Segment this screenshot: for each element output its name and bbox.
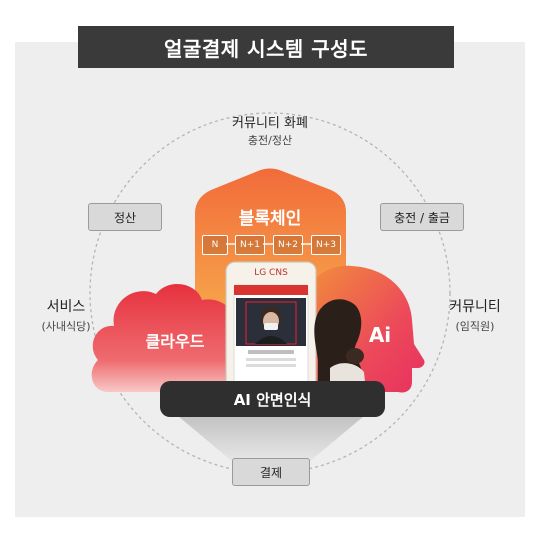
right-label-title: 커뮤니티 [449, 299, 501, 315]
chain-block: N+2 [273, 235, 303, 255]
cloud-shape [91, 283, 249, 393]
ai-face-recognition-bar: AI 안면인식 [160, 381, 385, 417]
device-brand: LG CNS [254, 268, 288, 278]
recognition-cone [178, 416, 364, 468]
left-label-sub: (사내식당) [41, 320, 91, 333]
left-label-title: 서비스 [46, 299, 86, 315]
chain-block: N [202, 235, 228, 255]
chain-block: N+1 [235, 235, 265, 255]
right-label-sub: (임직원) [455, 320, 495, 333]
top-label-title: 커뮤니티 화폐 [232, 116, 308, 131]
blockchain-title: 블록체인 [238, 209, 302, 229]
settlement-box: 정산 [88, 203, 162, 231]
chain-block: N+3 [311, 235, 341, 255]
top-label-sub: 충전/정산 [247, 134, 293, 147]
ai-head-label: Ai [368, 323, 392, 347]
charge-withdraw-box: 충전 / 출금 [380, 203, 464, 231]
cloud-label: 클라우드 [145, 332, 205, 351]
payment-box: 결제 [232, 458, 310, 486]
page-title: 얼굴결제 시스템 구성도 [78, 26, 454, 68]
